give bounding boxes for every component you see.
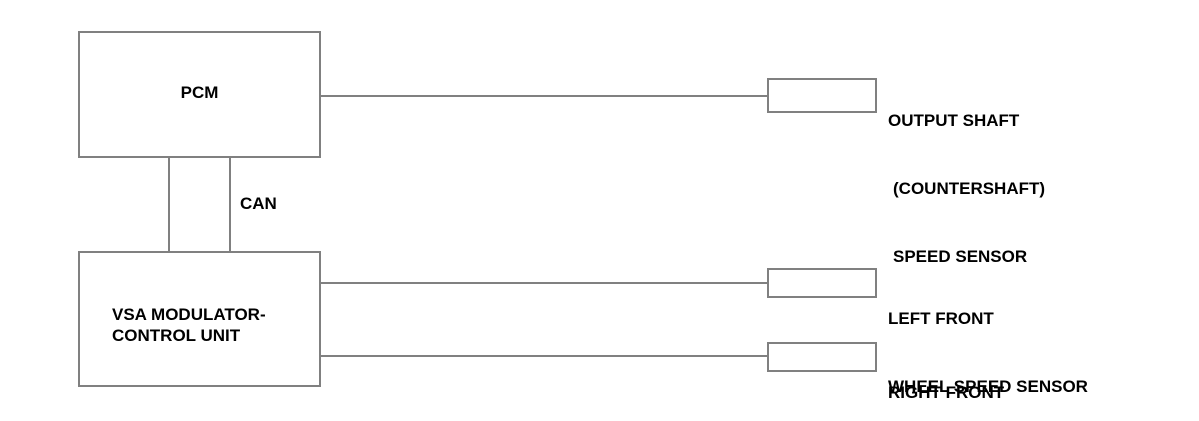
output-shaft-speed-sensor-caption: OUTPUT SHAFT (COUNTERSHAFT) SPEED SENSOR [888, 65, 1045, 314]
pcm-to-output-shaft-sensor-line [321, 95, 768, 97]
right-front-wheel-speed-sensor-box[interactable] [767, 342, 877, 372]
vsa-modulator-control-unit-box[interactable]: VSA MODULATOR- CONTROL UNIT [78, 251, 321, 387]
right-front-wheel-speed-sensor-caption: RIGHT FRONT WHEEL SPEED SENSOR [888, 337, 1088, 421]
vsa-to-left-front-wheel-sensor-line [321, 282, 768, 284]
caption-line-2: WHEEL SPEED SENSOR [888, 377, 1088, 397]
can-bus-line-left [168, 157, 170, 252]
can-bus-label: CAN [240, 194, 277, 213]
can-bus-line-right [229, 157, 231, 252]
vsa-to-right-front-wheel-sensor-line [321, 355, 768, 357]
output-shaft-speed-sensor-box[interactable] [767, 78, 877, 113]
caption-line-1: LEFT FRONT [888, 309, 994, 329]
caption-line-1: OUTPUT SHAFT [888, 111, 1020, 131]
pcm-module-box[interactable]: PCM [78, 31, 321, 158]
caption-line-3: SPEED SENSOR [893, 246, 1028, 266]
left-front-wheel-speed-sensor-box[interactable] [767, 268, 877, 298]
vsa-label-line-1: VSA MODULATOR- [112, 305, 266, 324]
vsa-label-line-2: CONTROL UNIT [112, 326, 241, 345]
left-front-wheel-speed-sensor-caption: LEFT FRONT WHEEL SPEED SENSOR [888, 263, 1088, 421]
caption-line-1: RIGHT FRONT [888, 383, 1005, 403]
pcm-label: PCM [180, 83, 219, 102]
caption-line-2: (COUNTERSHAFT) [893, 179, 1046, 199]
